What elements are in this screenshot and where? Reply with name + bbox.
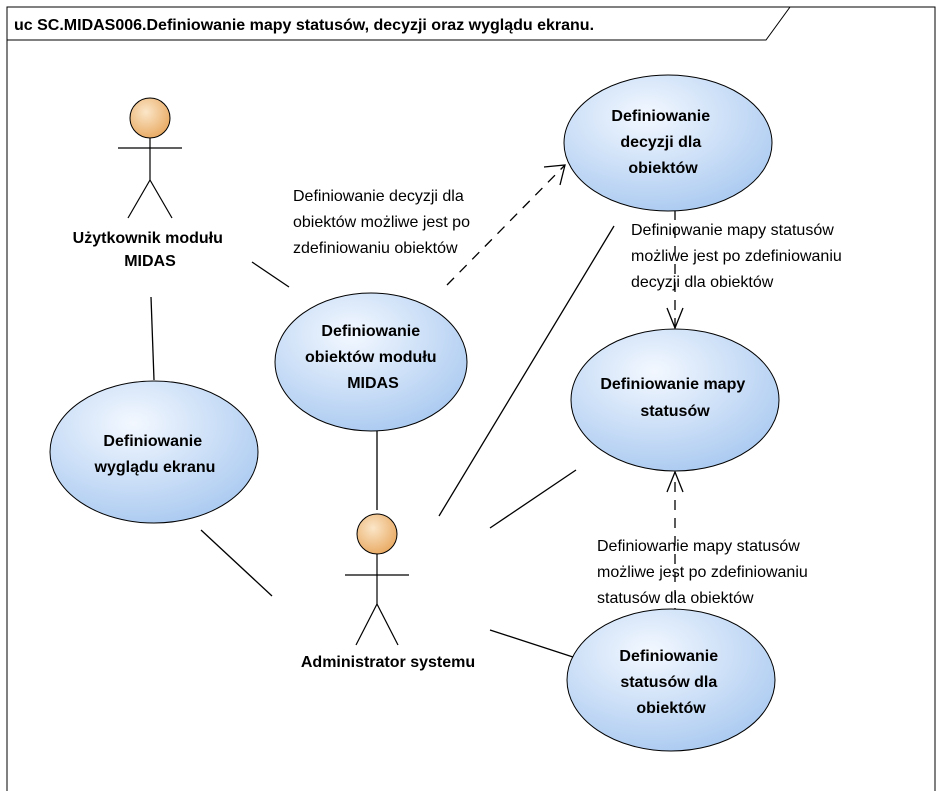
assoc-user-objects: [251, 261, 290, 288]
assoc-user-screen: [150, 296, 155, 381]
assoc-admin-screen: [200, 529, 273, 597]
svg-text:Definiowanie decyzji dla: Definiowanie decyzji dla obiektów: [611, 108, 714, 177]
note-objects-decisions-2: obiektów możliwe jest po: [293, 214, 470, 231]
svg-text:Definiowanie obiektów mo: Definiowanie obiektów modułu MIDAS: [305, 323, 441, 392]
actor-user[interactable]: Użytkownik modułu MIDAS: [73, 97, 228, 270]
usecase-decisions-label-2: decyzji dla: [620, 134, 701, 151]
svg-text:Definiowanie mapy statusów: Definiowanie mapy statusów możliwe jest …: [597, 538, 812, 607]
note-objects-decisions-1: Definiowanie decyzji dla: [293, 188, 464, 205]
assoc-admin-statuses: [489, 629, 577, 659]
dep-objects-decisions-arrow: [543, 164, 566, 186]
usecase-objects-label-3: MIDAS: [347, 375, 399, 392]
diagram-frame: uc SC.MIDAS006.Definiowanie mapy statusó…: [6, 6, 936, 791]
actor-user-label-1: Użytkownik modułu: [73, 230, 223, 247]
usecase-decisions[interactable]: Definiowanie decyzji dla obiektów: [563, 74, 773, 212]
svg-text:Definiowanie statusów dl: Definiowanie statusów dla obiektów: [619, 648, 722, 717]
usecase-screen-look-label-1: Definiowanie: [103, 433, 202, 450]
frame-title: uc SC.MIDAS006.Definiowanie mapy statusó…: [14, 17, 594, 34]
dep-statuses-map-arrow: [666, 470, 684, 493]
assoc-admin-map: [489, 469, 577, 529]
usecase-statuses-label-2: statusów dla: [620, 674, 717, 691]
usecase-objects[interactable]: Definiowanie obiektów modułu MIDAS: [274, 292, 468, 432]
actor-admin-label: Administrator systemu: [301, 654, 475, 671]
usecase-status-map[interactable]: Definiowanie mapy statusów: [570, 328, 780, 472]
note-decisions-map-3: decyzji dla obiektów: [631, 274, 774, 291]
note-statuses-map: Definiowanie mapy statusów możliwe jest …: [597, 538, 812, 607]
usecase-decisions-label-1: Definiowanie: [611, 108, 710, 125]
usecase-status-map-label-1: Definiowanie mapy: [600, 376, 745, 393]
svg-text:Użytkownik modułu MIDAS: Użytkownik modułu MIDAS: [73, 230, 228, 270]
usecase-objects-label-1: Definiowanie: [321, 323, 420, 340]
usecase-status-map-label-2: statusów: [640, 403, 710, 420]
note-objects-decisions-3: zdefiniowaniu obiektów: [293, 240, 458, 257]
dependencies: [446, 164, 684, 618]
actor-admin[interactable]: Administrator systemu: [301, 513, 475, 671]
usecase-objects-label-2: obiektów modułu: [305, 349, 437, 366]
svg-text:Definiowanie wyglądu ekr: Definiowanie wyglądu ekranu: [94, 433, 216, 476]
svg-text:Definiowanie mapy statusów: Definiowanie mapy statusów możliwe jest …: [631, 222, 846, 291]
note-statuses-map-2: możliwe jest po zdefiniowaniu: [597, 564, 808, 581]
note-decisions-map: Definiowanie mapy statusów możliwe jest …: [631, 222, 846, 291]
note-objects-decisions: Definiowanie decyzji dla obiektów możliw…: [293, 188, 474, 257]
note-statuses-map-3: statusów dla obiektów: [597, 590, 754, 607]
actor-user-label-2: MIDAS: [124, 253, 176, 270]
svg-text:Administrator systemu: Administrator systemu: [301, 654, 475, 671]
actor-user-head: [129, 97, 171, 139]
associations: [150, 225, 615, 659]
note-statuses-map-1: Definiowanie mapy statusów: [597, 538, 800, 555]
note-decisions-map-2: możliwe jest po zdefiniowaniu: [631, 248, 842, 265]
actor-admin-head: [356, 513, 398, 555]
usecase-screen-look-label-2: wyglądu ekranu: [94, 459, 216, 476]
usecase-statuses-label-3: obiektów: [636, 700, 706, 717]
dep-decisions-map-arrow: [666, 307, 684, 330]
svg-text:Definiowanie decyzji dla: Definiowanie decyzji dla obiektów możliw…: [293, 188, 474, 257]
usecase-statuses-label-1: Definiowanie: [619, 648, 718, 665]
usecase-decisions-label-3: obiektów: [628, 160, 698, 177]
svg-text:Definiowanie mapy status: Definiowanie mapy statusów: [600, 376, 749, 420]
note-decisions-map-1: Definiowanie mapy statusów: [631, 222, 834, 239]
usecase-screen-look[interactable]: Definiowanie wyglądu ekranu: [49, 380, 259, 524]
assoc-admin-decisions: [438, 225, 615, 517]
usecase-statuses[interactable]: Definiowanie statusów dla obiektów: [566, 608, 776, 752]
